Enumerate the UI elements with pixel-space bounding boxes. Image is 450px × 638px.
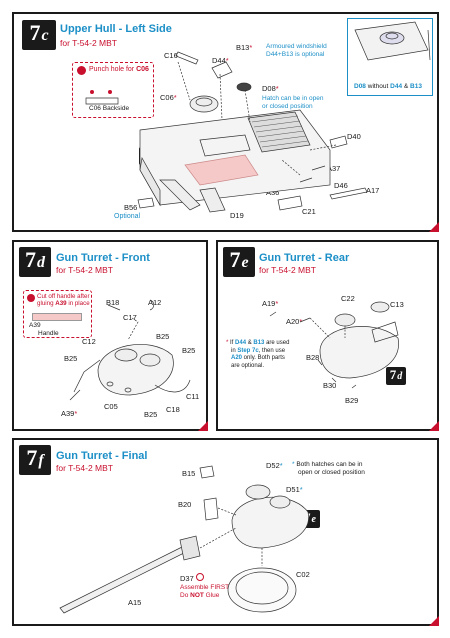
callout-a39-label: A39 [29, 322, 41, 329]
step-7f-panel [12, 438, 439, 626]
step-7e-subtitle: for T-54-2 MBT [259, 265, 316, 275]
part-label-c12: C12 [82, 337, 96, 346]
final-turret-drawing [59, 465, 309, 614]
punch-hole-callout: Punch hole for C06 C06 Backside [72, 62, 154, 118]
step-7d-title: Gun Turret - Front [56, 252, 150, 264]
part-label-b13: B13* [236, 43, 253, 52]
part-label-c16: C16 [164, 51, 178, 60]
panel-corner-mark [429, 222, 439, 232]
part-label-b25-right: B25 [182, 346, 196, 355]
part-label-d40: D40 [347, 132, 361, 141]
part-label-b30: B30 [323, 381, 337, 390]
part-label-b29: B29 [345, 396, 359, 405]
part-label-c18: C18 [166, 405, 180, 414]
step-7e-title: Gun Turret - Rear [259, 252, 350, 264]
part-label-d52: D52* [266, 461, 283, 470]
part-label-a17: A17 [366, 186, 380, 195]
part-label-b25-left: B25 [64, 354, 78, 363]
part-label-a15: A15 [128, 598, 142, 607]
windshield-note: Armoured windshield D44+B13 is optional [266, 43, 327, 58]
step-7c-title: Upper Hull - Left Side [60, 23, 172, 35]
cut-icon [27, 294, 35, 302]
step-7f-subtitle: for T-54-2 MBT [56, 463, 113, 473]
part-label-d46: D46 [334, 181, 348, 190]
c06-backside-label: C06 Backside [89, 105, 130, 112]
part-label-d51: D51* [286, 485, 303, 494]
assemble-first-note: Assemble FIRST Do NOT Glue [180, 584, 230, 599]
part-label-d37: D37 [180, 574, 194, 583]
hatch-note-7f: * Both hatches can be in open or closed … [292, 461, 365, 476]
part-label-a39: A39* [61, 409, 78, 418]
cut-handle-note: Cut off handle after gluing A39 in place [37, 293, 90, 307]
part-label-d19: D19 [230, 211, 244, 220]
callout-handle-label: Handle [38, 330, 59, 337]
part-label-d08: D08* [262, 84, 279, 93]
part-label-c05: C05 [104, 402, 118, 411]
optional-note: Optional [114, 213, 141, 220]
punch-hole-label: Punch hole for C06 [89, 66, 149, 73]
part-label-b20: B20 [178, 500, 192, 509]
part-label-c17: C17 [123, 313, 137, 322]
part-label-b25-bottom: B25 [144, 410, 158, 419]
part-label-c21: C21 [302, 207, 316, 216]
step-7f-title: Gun Turret - Final [56, 450, 148, 462]
part-label-b56: B56 [124, 203, 138, 212]
upper-hull-drawing [137, 51, 368, 213]
rear-turret-drawing [269, 301, 399, 389]
handle-bar [32, 313, 82, 321]
part-label-a36: A36 [266, 188, 280, 197]
panel-corner-mark [429, 421, 439, 431]
hatch-note-7c: Hatch can be in open or closed position [262, 95, 324, 110]
part-label-c02: C02 [296, 570, 310, 579]
panel-corner-mark [198, 421, 208, 431]
part-label-a19: A19* [262, 299, 279, 308]
part-label-a37: A37 [327, 164, 341, 173]
part-label-b15: B15 [182, 469, 196, 478]
part-label-c22: C22 [341, 294, 355, 303]
step-7c-subtitle: for T-54-2 MBT [60, 38, 117, 48]
inset-hatch-drawing [354, 21, 431, 61]
no-glue-icon [196, 573, 204, 581]
part-label-b28: B28 [306, 353, 320, 362]
cut-handle-callout: Cut off handle after gluing A39 in place… [23, 290, 92, 338]
part-label-c06: C06* [160, 93, 177, 102]
drill-icon [77, 66, 86, 75]
part-label-c11: C11 [186, 392, 200, 401]
part-label-b25: B25 [156, 332, 170, 341]
inset-caption: D08 without D44 & B13 [354, 83, 422, 90]
part-label-b18: B18 [106, 298, 120, 307]
part-label-a12: A12 [148, 298, 162, 307]
step-7d-subtitle: for T-54-2 MBT [56, 265, 113, 275]
part-label-c13: C13 [390, 300, 404, 309]
front-turret-drawing [69, 299, 191, 401]
a20-usage-note: * If D44 & B13 are used in Step 7c, then… [226, 340, 290, 369]
panel-corner-mark [429, 616, 439, 626]
part-label-d44: D44* [212, 56, 229, 65]
